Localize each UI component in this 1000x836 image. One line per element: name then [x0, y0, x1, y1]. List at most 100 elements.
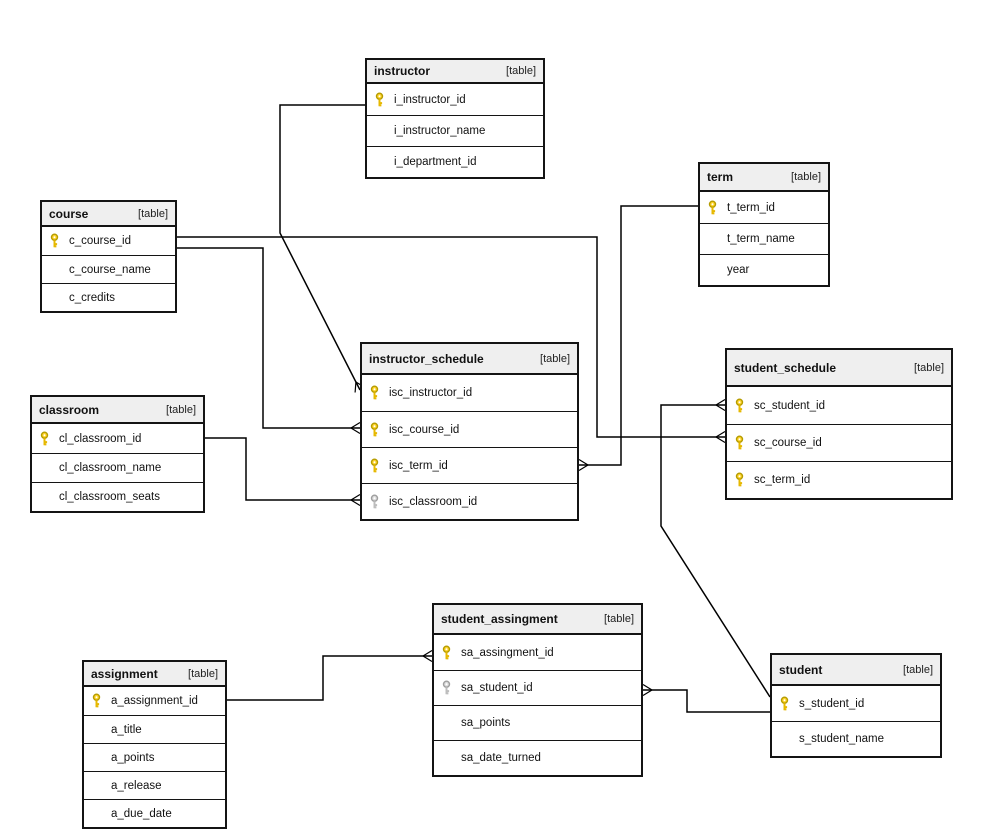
column-name: a_points [111, 751, 155, 764]
primary-key-icon [780, 695, 789, 710]
foreign-key-icon [442, 680, 451, 695]
column-row-sa_points: sa_points [434, 705, 641, 740]
column-row-sa_date_turned: sa_date_turned [434, 740, 641, 775]
column-row-s_student_id: s_student_id [772, 686, 940, 721]
table-header: course [table] [42, 202, 175, 227]
table-header: student_assingment [table] [434, 605, 641, 635]
primary-key-icon [375, 91, 384, 106]
column-row-sc_student_id: sc_student_id [727, 387, 951, 424]
column-name: sa_points [461, 717, 511, 729]
table-title: term [707, 170, 734, 184]
table-header: student_schedule [table] [727, 350, 951, 387]
primary-key-icon [40, 430, 49, 445]
column-name: s_student_name [799, 733, 885, 745]
column-name: sc_term_id [754, 474, 811, 486]
column-name: cl_classroom_name [59, 462, 162, 474]
column-row-isc_term_id: isc_term_id [362, 447, 577, 483]
column-row-sa_assingment_id: sa_assingment_id [434, 635, 641, 670]
column-name: a_assignment_id [111, 695, 198, 707]
crow-foot-icon [714, 430, 726, 444]
column-row-a_points: a_points [84, 743, 225, 771]
column-name: year [727, 264, 750, 276]
column-name: t_term_name [727, 233, 795, 245]
table-header: term [table] [700, 164, 828, 192]
column-row-c_credits: c_credits [42, 283, 175, 311]
crow-foot-icon [714, 398, 726, 412]
relationship-student-id-to-student-assingment [643, 689, 770, 713]
column-row-i_instructor_name: i_instructor_name [367, 115, 543, 146]
column-row-s_student_name: s_student_name [772, 721, 940, 756]
column-name: sc_course_id [754, 437, 822, 449]
column-name: sa_date_turned [461, 752, 541, 764]
column-name: isc_term_id [389, 459, 448, 472]
column-name: i_department_id [394, 156, 477, 168]
relationship-student-id-to-student-schedule [660, 404, 771, 698]
table-student_assingment[interactable]: student_assingment [table] sa_assingment… [432, 603, 643, 777]
table-rows: i_instructor_id i_instructor_name i_depart… [367, 84, 543, 177]
column-name: cl_classroom_id [59, 432, 142, 445]
relationship-instructor-id-to-instructor-schedule [279, 104, 365, 391]
crow-foot-icon [349, 421, 361, 435]
table-title: course [49, 206, 89, 221]
table-title: instructor [374, 64, 431, 78]
primary-key-icon [370, 385, 379, 400]
column-row-cl_classroom_name: cl_classroom_name [32, 453, 203, 482]
column-name: i_instructor_id [394, 93, 466, 106]
table-title: assignment [91, 666, 158, 681]
column-row-sc_course_id: sc_course_id [727, 424, 951, 461]
column-row-sa_student_id: sa_student_id [434, 670, 641, 705]
column-row-year: year [700, 254, 828, 285]
column-row-t_term_name: t_term_name [700, 223, 828, 254]
primary-key-icon [50, 233, 59, 248]
relationship-assignment-id-to-student-assingment [227, 655, 432, 701]
crow-foot-icon [421, 649, 433, 663]
column-name: isc_course_id [389, 423, 460, 436]
primary-key-icon [708, 199, 717, 214]
column-row-i_department_id: i_department_id [367, 146, 543, 177]
column-row-isc_classroom_id: isc_classroom_id [362, 483, 577, 519]
table-header: student [table] [772, 655, 940, 686]
column-name: i_instructor_name [394, 125, 486, 137]
column-name: cl_classroom_seats [59, 491, 160, 503]
column-name: c_credits [69, 291, 116, 304]
table-type-label: [table] [138, 207, 168, 220]
column-row-a_due_date: a_due_date [84, 799, 225, 827]
table-instructor_schedule[interactable]: instructor_schedule [table] isc_instruct… [360, 342, 579, 521]
primary-key-icon [92, 693, 101, 708]
table-header: assignment [table] [84, 662, 225, 687]
column-name: a_due_date [111, 807, 172, 820]
column-row-cl_classroom_id: cl_classroom_id [32, 424, 203, 453]
column-name: t_term_id [727, 201, 775, 214]
column-row-c_course_name: c_course_name [42, 255, 175, 283]
column-name: a_release [111, 779, 162, 792]
column-name: sa_student_id [461, 682, 533, 694]
crow-foot-icon [642, 683, 654, 697]
column-name: isc_classroom_id [389, 495, 478, 508]
table-title: student [779, 662, 823, 677]
column-name: sa_assingment_id [461, 646, 554, 659]
column-row-cl_classroom_seats: cl_classroom_seats [32, 482, 203, 511]
column-name: s_student_id [799, 697, 865, 710]
column-name: c_course_name [69, 263, 151, 276]
table-title: instructor_schedule [369, 351, 484, 366]
table-header: instructor [table] [367, 60, 543, 84]
table-header: instructor_schedule [table] [362, 344, 577, 375]
table-title: classroom [39, 402, 100, 417]
column-row-i_instructor_id: i_instructor_id [367, 84, 543, 115]
relationship-course-id-to-instructor-schedule [177, 247, 360, 429]
crow-foot-icon [349, 493, 361, 507]
table-student[interactable]: student [table] s_student_id s_student_na… [770, 653, 942, 758]
crow-foot-icon [578, 458, 590, 472]
primary-key-icon [370, 457, 379, 472]
